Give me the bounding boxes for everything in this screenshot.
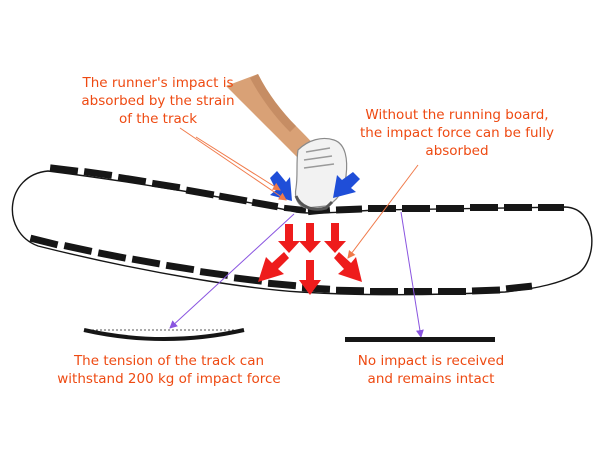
slat <box>117 173 147 186</box>
slat <box>438 288 466 295</box>
pointer-noimpact <box>400 211 424 338</box>
runner-leg <box>226 74 318 160</box>
label-no-impact: No impact is received and remains intact <box>336 352 526 388</box>
slat <box>199 268 229 279</box>
red-arrow <box>258 252 289 282</box>
slat <box>83 168 113 179</box>
slat <box>185 186 215 199</box>
slat <box>97 249 127 262</box>
label-line: absorbed by the strain <box>81 93 235 109</box>
slat <box>538 204 564 211</box>
arrow-down-red-icon <box>258 223 362 295</box>
slat <box>49 164 79 175</box>
slat <box>504 204 532 211</box>
slat <box>151 179 181 192</box>
runner-shoe <box>294 137 348 209</box>
blue-arrow-right <box>333 172 360 198</box>
pointer-noboard <box>347 164 419 259</box>
red-arrow <box>299 223 321 253</box>
label-line: The tension of the track can <box>73 353 265 369</box>
slat <box>471 286 501 295</box>
label-line: withstand 200 kg of impact force <box>57 371 281 387</box>
slat <box>404 288 432 295</box>
slat <box>402 205 430 212</box>
slat <box>218 192 248 205</box>
label-line: and remains intact <box>367 371 495 387</box>
red-arrow <box>278 224 300 253</box>
slat <box>165 261 195 274</box>
curved-board <box>83 328 245 341</box>
pointer-runner-1 <box>179 127 287 201</box>
runner-leg-shade <box>250 74 296 132</box>
label-runner-impact: The runner's impact is absorbed by the s… <box>38 74 278 128</box>
slat <box>63 242 93 255</box>
slat <box>370 288 398 295</box>
pointer-runner-2 <box>195 136 281 191</box>
flat-board-icon <box>345 337 495 342</box>
label-line: of the track <box>118 111 198 127</box>
slat <box>131 255 161 268</box>
slat <box>335 286 365 295</box>
label-line: the impact force can be fully <box>360 125 554 141</box>
slat <box>505 282 533 293</box>
label-line: The runner's impact is <box>82 75 234 91</box>
label-without-board: Without the running board, the impact fo… <box>352 106 562 160</box>
slat <box>267 279 297 290</box>
runner-shoe-laces <box>303 147 335 169</box>
red-arrow <box>334 252 362 282</box>
runner-leg-icon <box>226 74 348 211</box>
slat <box>335 205 363 214</box>
pointer-tension <box>169 213 295 329</box>
label-line: No impact is received <box>357 353 505 369</box>
slat <box>470 204 498 211</box>
slat <box>368 205 396 212</box>
red-arrow <box>299 260 321 295</box>
slat <box>29 234 59 249</box>
slat <box>436 205 464 212</box>
label-line: Without the running board, <box>365 107 549 123</box>
runner-shoe-sole <box>294 195 334 211</box>
label-track-tension: The tension of the track can withstand 2… <box>34 352 304 388</box>
red-arrow <box>324 223 346 253</box>
curved-board-icon <box>83 328 245 341</box>
label-line: absorbed <box>425 143 489 159</box>
slat <box>251 198 279 211</box>
slat <box>283 204 307 214</box>
slat <box>233 274 263 285</box>
